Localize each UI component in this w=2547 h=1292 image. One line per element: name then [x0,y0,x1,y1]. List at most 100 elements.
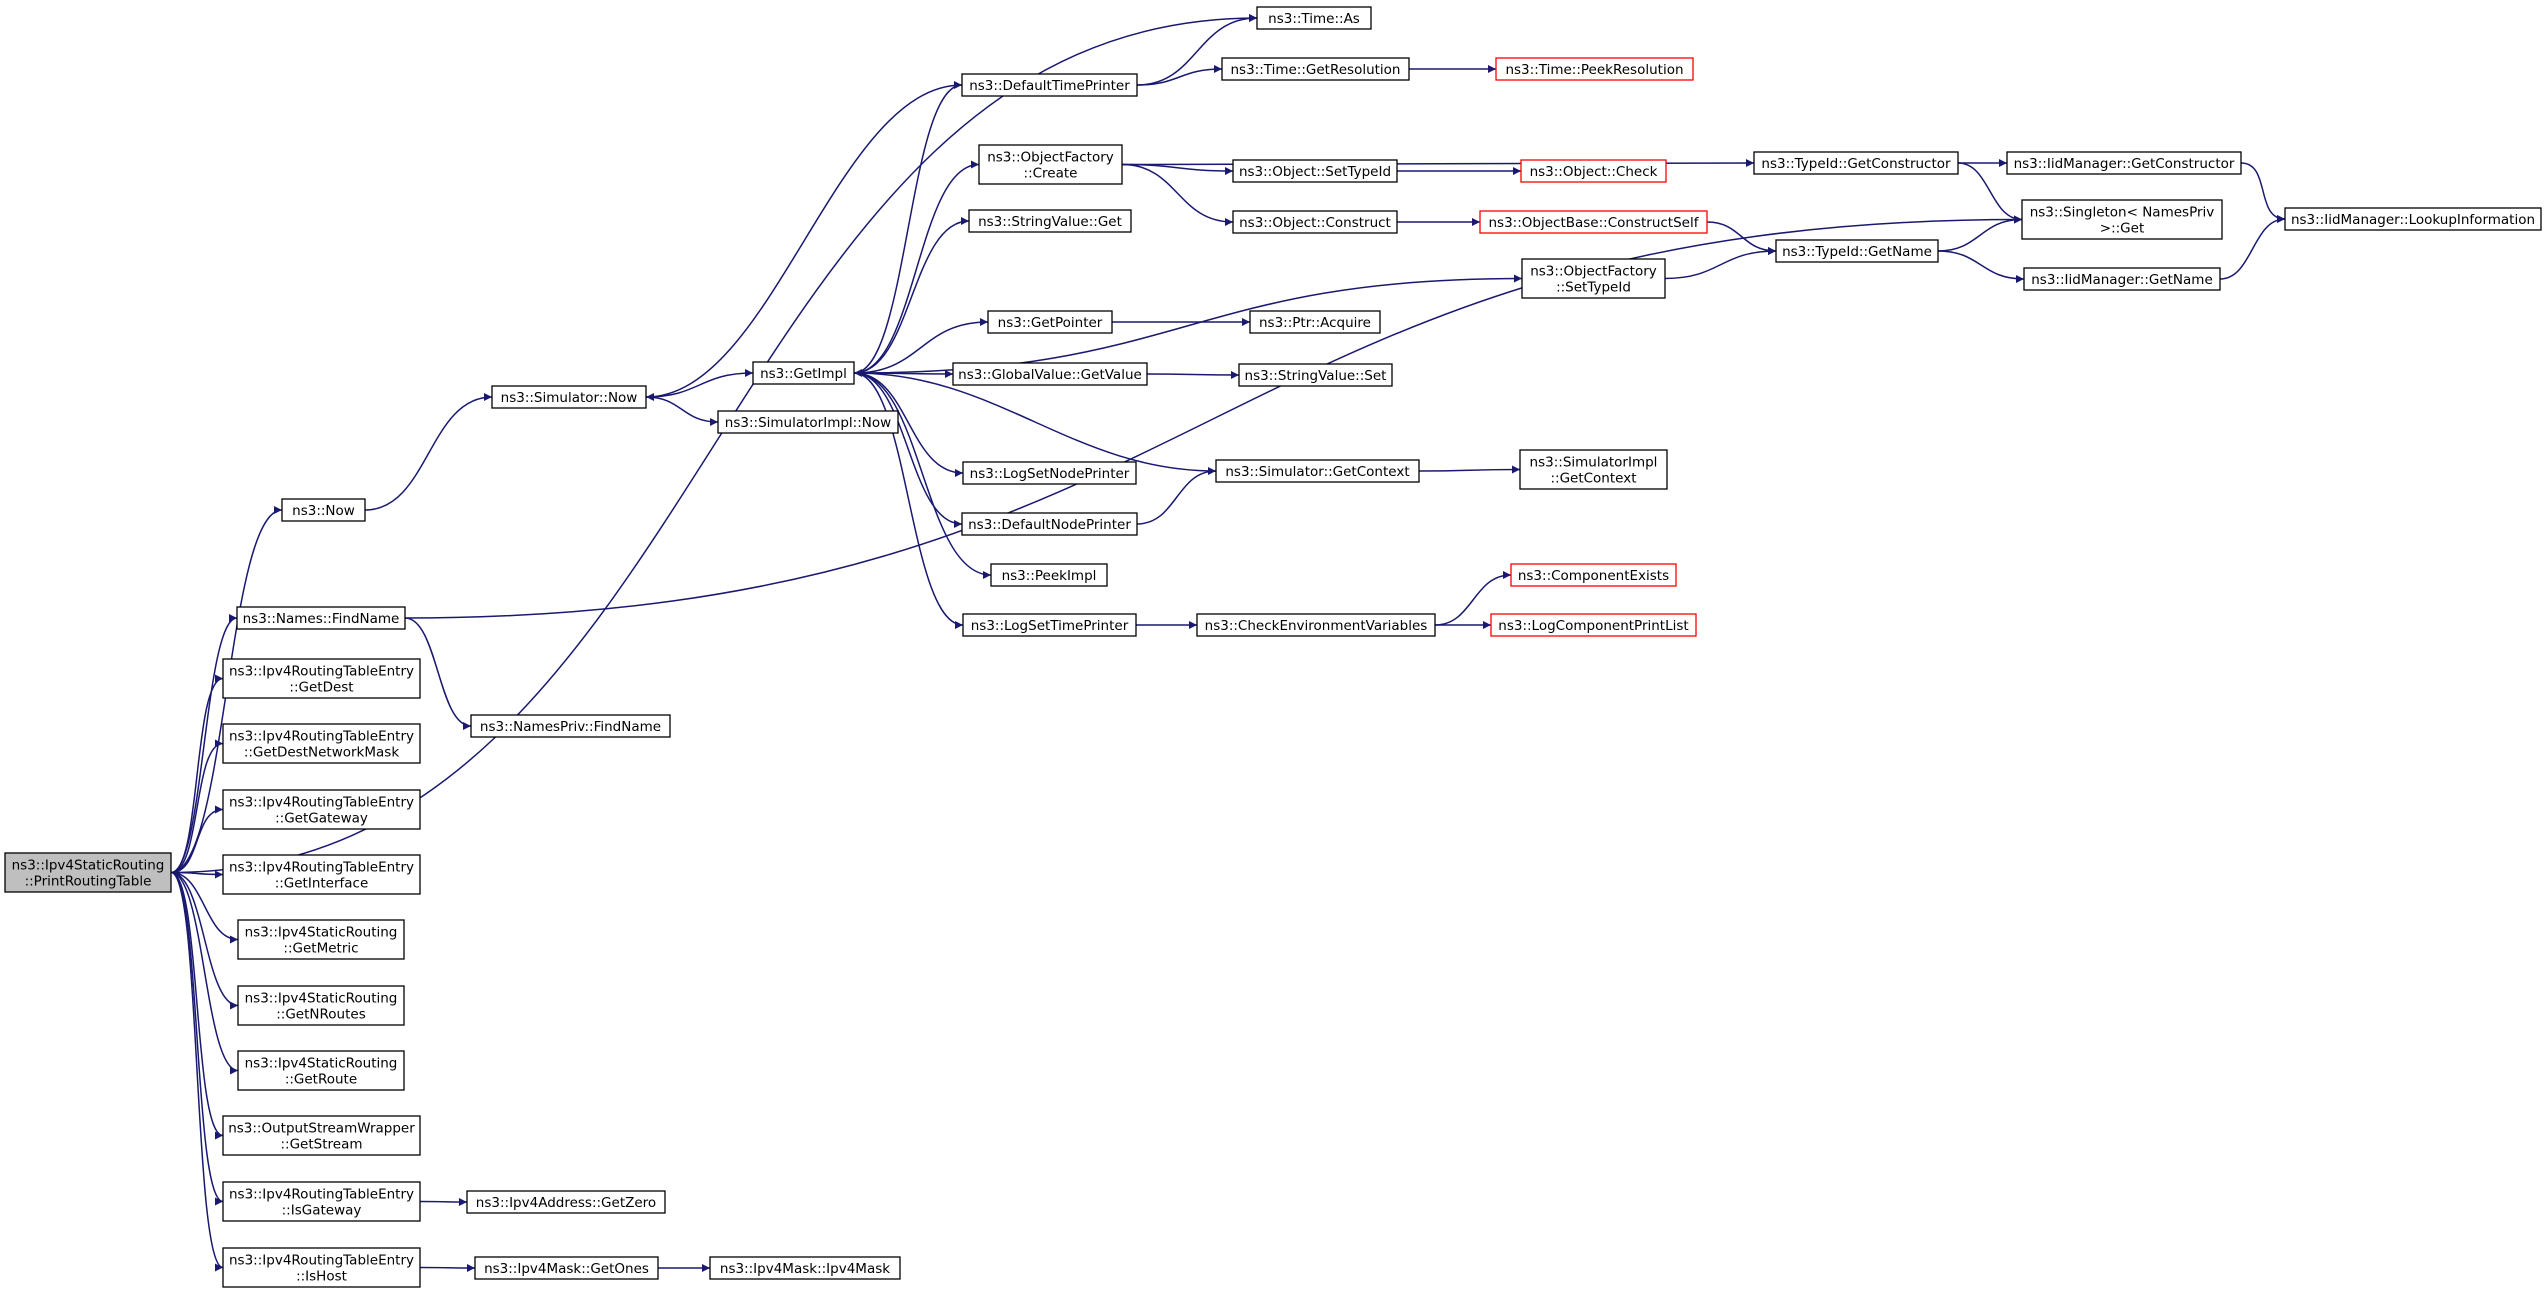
node-box [466,1190,666,1214]
function-node-simulator-impl-get-context[interactable]: ns3::SimulatorImpl::GetContext [1519,449,1668,490]
node-box [1520,159,1667,183]
function-node-get-pointer[interactable]: ns3::GetPointer [987,310,1113,334]
function-node-entry-get-interface[interactable]: ns3::Ipv4RoutingTableEntry::GetInterface [222,854,421,895]
function-node-names-priv-find-name[interactable]: ns3::NamesPriv::FindName [470,714,671,738]
call-edge-root-to-static_get_route [170,871,239,1075]
function-node-static-get-n-routes[interactable]: ns3::Ipv4StaticRouting::GetNRoutes [237,985,405,1026]
function-node-root[interactable]: ns3::Ipv4StaticRouting::PrintRoutingTabl… [4,852,172,893]
node-label: ::GetGateway [275,811,368,827]
node-label: ::SetTypeId [1556,280,1631,296]
function-node-string-value-set[interactable]: ns3::StringValue::Set [1238,363,1393,387]
call-edge-object_factory_create-to-object_construct [1121,163,1234,226]
node-label: ns3::GetPointer [998,315,1103,331]
node-box [470,714,671,738]
node-label: ns3::Ipv4RoutingTableEntry [229,664,414,680]
call-edge-default_node_printer-to-simulator_get_context [1136,467,1217,525]
function-node-entry-get-dest-network-mask[interactable]: ns3::Ipv4RoutingTableEntry::GetDestNetwo… [222,723,421,764]
function-node-component-exists[interactable]: ns3::ComponentExists [1510,563,1677,587]
node-label: ::GetRoute [285,1072,357,1088]
function-node-object-check[interactable]: ns3::Object::Check [1520,159,1667,183]
node-label: ns3::IidManager::LookupInformation [2291,212,2535,228]
node-label: ns3::Time::PeekResolution [1505,62,1683,78]
call-edge-objectbase_construct_self-to-typeid_get_name [1706,221,1777,255]
node-box [962,613,1137,637]
function-node-get-impl[interactable]: ns3::GetImpl [752,361,855,385]
call-edge-get_impl-to-peek_impl [853,372,992,579]
function-node-ptr-acquire[interactable]: ns3::Ptr::Acquire [1249,310,1381,334]
call-edge-simulator_get_context-to-simulator_impl_get_context [1418,465,1521,474]
node-label: >::Get [2100,221,2144,237]
node-box [1510,563,1677,587]
node-label: ns3::Singleton< NamesPriv [2030,205,2215,221]
function-node-names-find-name[interactable]: ns3::Names::FindName [236,606,406,630]
function-node-object-factory-create[interactable]: ns3::ObjectFactory::Create [978,144,1123,185]
call-edge-root-to-entry_get_gateway [170,805,224,874]
node-label: ns3::DefaultTimePrinter [969,78,1130,94]
function-node-time-get-resolution[interactable]: ns3::Time::GetResolution [1221,57,1410,81]
call-edge-get_impl-to-default_time_printer [853,81,963,374]
function-node-simulator-get-context[interactable]: ns3::Simulator::GetContext [1215,459,1420,483]
node-label: ns3::DefaultNodePrinter [968,517,1131,533]
function-node-ipv4mask-get-ones[interactable]: ns3::Ipv4Mask::GetOnes [474,1256,659,1280]
node-label: ns3::Ipv4StaticRouting [245,1056,398,1072]
node-box [978,144,1123,185]
function-node-typeid-get-constructor[interactable]: ns3::TypeId::GetConstructor [1753,151,1959,175]
call-edge-root-to-entry_is_gateway [170,871,224,1206]
function-node-object-construct[interactable]: ns3::Object::Construct [1232,210,1398,234]
node-label: ns3::Time::As [1268,11,1360,27]
function-node-objectbase-construct-self[interactable]: ns3::ObjectBase::ConstructSelf [1479,210,1708,234]
node-label: ns3::Simulator::GetContext [1225,464,1409,480]
function-node-entry-get-gateway[interactable]: ns3::Ipv4RoutingTableEntry::GetGateway [222,789,421,830]
function-node-ipv4mask-ipv4mask[interactable]: ns3::Ipv4Mask::Ipv4Mask [709,1256,901,1280]
node-box [1196,613,1436,637]
function-node-now[interactable]: ns3::Now [281,498,366,522]
function-node-static-get-metric[interactable]: ns3::Ipv4StaticRouting::GetMetric [237,919,405,960]
node-label: ns3::Ipv4Mask::GetOnes [484,1261,649,1277]
call-edge-root-to-entry_get_interface [170,870,224,879]
node-layer: ns3::Ipv4StaticRouting::PrintRoutingTabl… [4,6,2542,1288]
call-edge-check_environment_variables-to-component_exists [1434,571,1512,626]
function-node-ipv4address-get-zero[interactable]: ns3::Ipv4Address::GetZero [466,1190,666,1214]
function-node-simulator-now[interactable]: ns3::Simulator::Now [491,385,647,409]
function-node-iidmanager-get-name[interactable]: ns3::IidManager::GetName [2023,267,2221,291]
function-node-iidmanager-get-constructor[interactable]: ns3::IidManager::GetConstructor [2006,151,2242,175]
function-node-typeid-get-name[interactable]: ns3::TypeId::GetName [1775,239,1939,263]
function-node-object-factory-set-type-id[interactable]: ns3::ObjectFactory::SetTypeId [1521,258,1666,299]
node-label: ::IsGateway [282,1203,362,1219]
function-node-output-stream-get-stream[interactable]: ns3::OutputStreamWrapper::GetStream [222,1115,421,1156]
function-node-static-get-route[interactable]: ns3::Ipv4StaticRouting::GetRoute [237,1050,405,1091]
function-node-check-environment-variables[interactable]: ns3::CheckEnvironmentVariables [1196,613,1436,637]
node-label: ns3::Ipv4RoutingTableEntry [229,1187,414,1203]
function-node-entry-is-host[interactable]: ns3::Ipv4RoutingTableEntry::IsHost [222,1247,421,1288]
function-node-time-peek-resolution[interactable]: ns3::Time::PeekResolution [1495,57,1694,81]
node-label: ::GetContext [1550,471,1636,487]
node-label: ::GetDest [289,680,353,696]
node-label: ns3::Simulator::Now [501,390,638,406]
function-node-default-time-printer[interactable]: ns3::DefaultTimePrinter [961,73,1138,97]
node-label: ::GetInterface [275,876,369,892]
function-node-entry-is-gateway[interactable]: ns3::Ipv4RoutingTableEntry::IsGateway [222,1181,421,1222]
node-label: ns3::ObjectFactory [987,150,1114,166]
function-node-global-value-get-value[interactable]: ns3::GlobalValue::GetValue [952,362,1148,386]
function-node-log-set-node-printer[interactable]: ns3::LogSetNodePrinter [962,461,1137,485]
function-node-singleton-get[interactable]: ns3::Singleton< NamesPriv >::Get [2021,199,2223,240]
node-label: ns3::LogSetTimePrinter [971,618,1129,634]
function-node-simulator-impl-now[interactable]: ns3::SimulatorImpl::Now [717,410,899,434]
node-box [752,361,855,385]
function-node-default-node-printer[interactable]: ns3::DefaultNodePrinter [961,512,1138,536]
function-node-entry-get-dest[interactable]: ns3::Ipv4RoutingTableEntry::GetDest [222,658,421,699]
function-node-string-value-get[interactable]: ns3::StringValue::Get [968,209,1132,233]
function-node-iidmanager-lookup[interactable]: ns3::IidManager::LookupInformation [2284,207,2542,231]
node-box [1215,459,1420,483]
function-node-time-as[interactable]: ns3::Time::As [1256,6,1372,30]
function-node-log-set-time-printer[interactable]: ns3::LogSetTimePrinter [962,613,1137,637]
node-label: ns3::CheckEnvironmentVariables [1205,618,1428,634]
node-box [1479,210,1708,234]
call-edge-get_impl-to-object_factory_create [853,160,980,374]
node-label: ns3::Object::SetTypeId [1239,164,1391,180]
function-node-peek-impl[interactable]: ns3::PeekImpl [990,563,1108,587]
function-node-object-set-type-id[interactable]: ns3::Object::SetTypeId [1232,159,1398,183]
node-box [1753,151,1959,175]
function-node-log-component-print-list[interactable]: ns3::LogComponentPrintList [1490,613,1697,637]
node-label: ns3::GlobalValue::GetValue [958,367,1142,383]
